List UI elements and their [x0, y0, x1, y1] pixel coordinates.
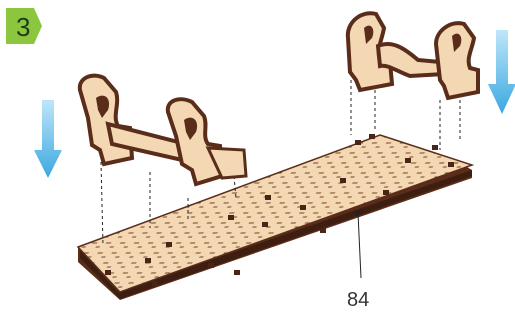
part-callout: 84: [347, 211, 369, 312]
down-arrow-icon: [34, 100, 62, 178]
right-stand: [348, 13, 478, 98]
callout-dot: [356, 211, 361, 216]
callout-leader-line: [358, 213, 361, 278]
down-arrow-icon: [488, 30, 515, 114]
left-stand-back-leg: [80, 76, 132, 164]
base-plate-top: [78, 135, 472, 292]
left-stand: [80, 76, 246, 184]
step-number: 3: [16, 12, 30, 42]
part-number-label: 84: [347, 289, 369, 311]
step-badge: 3: [6, 8, 42, 44]
left-stand-front-leg: [168, 99, 222, 184]
